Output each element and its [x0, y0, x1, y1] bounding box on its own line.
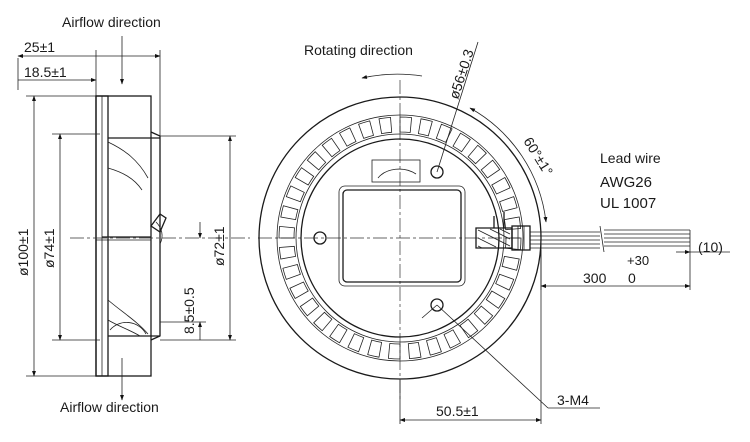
vent-slot	[306, 151, 327, 171]
vent-slot	[358, 120, 374, 139]
vent-ring-inner	[295, 133, 505, 343]
vent-ring-outer	[276, 114, 524, 362]
vent-slot	[285, 185, 305, 203]
small-window	[371, 159, 421, 183]
dia-hub-label: ø72±1	[211, 226, 227, 266]
centre-edge-label: 50.5±1	[436, 403, 479, 419]
vent-slot	[313, 311, 333, 332]
dia-inner-label: ø74±1	[41, 228, 57, 268]
vent-slot	[473, 305, 494, 325]
lead-wire-title: Lead wire	[600, 150, 661, 166]
angle-arc	[469, 107, 548, 223]
vent-slot	[321, 137, 341, 158]
vent-slot	[495, 273, 515, 291]
lead-wire-standard: UL 1007	[600, 195, 656, 212]
tol-upper-label: +30	[627, 253, 649, 268]
strip-length-label: (10)	[698, 239, 723, 255]
wire-length-label: 300	[583, 270, 607, 286]
vent-slot	[278, 245, 297, 260]
vent-slot	[367, 339, 383, 358]
screw-hole-top	[430, 165, 444, 179]
vent-slot	[299, 297, 320, 317]
vent-slot	[499, 196, 518, 212]
gland-nut	[511, 225, 531, 251]
vent-slot	[289, 281, 309, 300]
vent-slot	[329, 323, 348, 344]
vent-slot	[407, 341, 422, 360]
offset-label: 8.5±0.5	[181, 287, 197, 334]
front-view: Rotating direction ø56±0.3 60°±1° 50.5±1…	[258, 41, 730, 424]
lead-wires	[530, 231, 600, 249]
screw-hole-bottom	[430, 298, 444, 312]
vent-slot	[426, 337, 442, 356]
vent-slot	[491, 176, 511, 195]
pcd-leader	[436, 41, 479, 173]
tol-lower-label: 0	[628, 270, 636, 286]
vent-slot	[280, 205, 299, 221]
lead-wire-gauge: AWG26	[600, 174, 652, 191]
vent-slot	[417, 118, 433, 137]
vent-slot	[347, 333, 365, 353]
vent-slot	[387, 343, 401, 360]
side-view: Airflow direction Airflow direction 25±1…	[15, 14, 250, 415]
vent-slot	[294, 167, 315, 186]
angle-label: 60°±1°	[520, 134, 556, 178]
vent-slot	[378, 116, 393, 135]
rotating-direction-label: Rotating direction	[304, 42, 413, 58]
hub-ring	[300, 138, 500, 338]
vent-slot	[485, 290, 506, 309]
label-plate	[342, 189, 462, 283]
vent-slot	[452, 132, 471, 153]
pcd-label: ø56±0.3	[446, 47, 477, 101]
vent-slot	[443, 329, 462, 349]
vent-slot	[435, 123, 453, 143]
thread-leader	[436, 304, 549, 409]
vent-slot	[501, 255, 520, 271]
thread-label: 3-M4	[557, 392, 589, 408]
airflow-bottom-label: Airflow direction	[60, 399, 159, 415]
vent-slot	[399, 116, 413, 133]
dia-outer-label: ø100±1	[15, 228, 31, 276]
width-body-label: 18.5±1	[24, 64, 67, 80]
rotation-arrow	[361, 73, 423, 79]
width-total-label: 25±1	[24, 39, 55, 55]
airflow-top-label: Airflow direction	[62, 14, 161, 30]
vent-slot	[282, 264, 301, 280]
screw-hole-left	[313, 231, 327, 245]
vent-slot	[459, 318, 479, 339]
vent-slot	[338, 127, 357, 147]
vent-slot	[278, 225, 295, 239]
